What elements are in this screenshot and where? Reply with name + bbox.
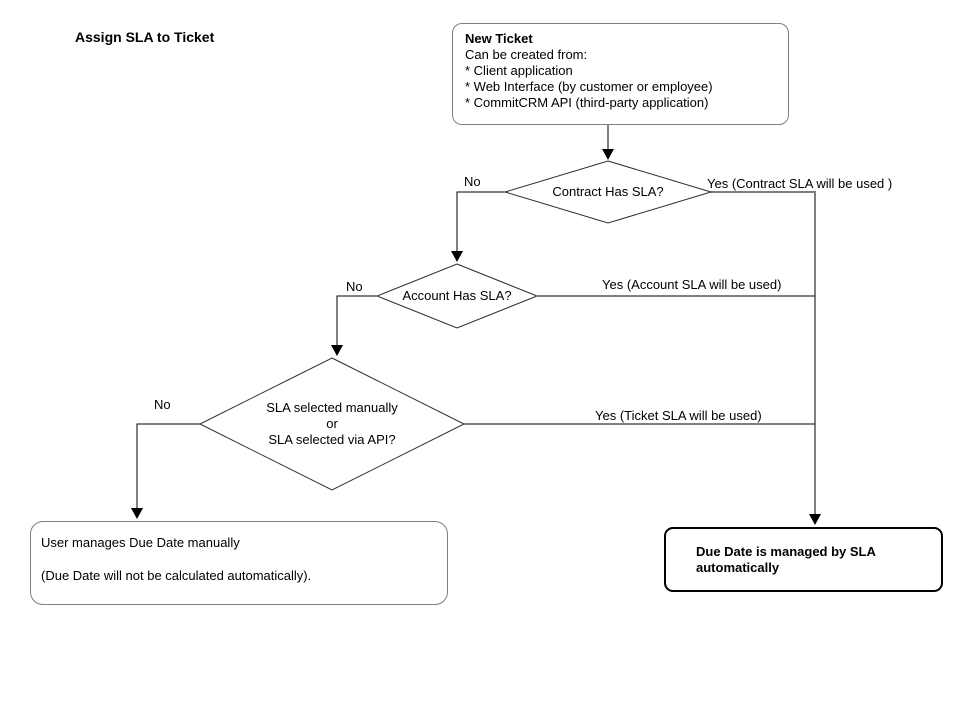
edge-label-contract-no: No: [464, 174, 481, 189]
manual-due-date-node: User manages Due Date manually (Due Date…: [30, 521, 448, 605]
edge-account-no-line: [336, 295, 377, 346]
manual-outcome-line: User manages Due Date manually: [41, 535, 240, 550]
new-ticket-heading: New Ticket: [465, 31, 533, 46]
edge-label-manual-yes: Yes (Ticket SLA will be used): [595, 408, 762, 423]
edge-manual-no-line: [136, 423, 200, 509]
auto-due-date-node: Due Date is managed by SLA automatically: [664, 527, 943, 592]
manual-outcome-line: (Due Date will not be calculated automat…: [41, 568, 312, 583]
new-ticket-line: * Client application: [465, 63, 573, 78]
edge-contract-no-line: [456, 191, 505, 252]
edge-contract-yes-line: [711, 191, 816, 515]
account-decision-label: Account Has SLA?: [402, 288, 512, 303]
contract-decision-diamond: [503, 160, 713, 224]
arrowhead-into-contract: [602, 149, 614, 160]
new-ticket-line: * CommitCRM API (third-party application…: [465, 95, 709, 110]
edge-label-contract-yes: Yes (Contract SLA will be used ): [707, 176, 893, 191]
manual-decision-diamond: [198, 357, 466, 491]
account-decision-diamond: [375, 263, 539, 329]
arrowhead-into-auto-outcome: [809, 514, 821, 525]
arrowhead-into-manual-decision: [331, 345, 343, 356]
manual-decision-line: SLA selected via API?: [268, 432, 396, 447]
new-ticket-line: Can be created from:: [465, 47, 588, 62]
new-ticket-node: New Ticket Can be created from: * Client…: [452, 23, 789, 125]
arrowhead-into-manual-outcome: [131, 508, 143, 519]
edge-label-account-yes: Yes (Account SLA will be used): [602, 277, 782, 292]
manual-decision-label: SLA selected manually or SLA selected vi…: [200, 400, 464, 448]
edge-label-manual-no: No: [154, 397, 171, 412]
edge-label-account-no: No: [346, 279, 363, 294]
auto-outcome-label: Due Date is managed by SLA automatically: [696, 543, 876, 575]
manual-decision-line: SLA selected manually: [266, 400, 398, 415]
contract-decision-label: Contract Has SLA?: [552, 184, 664, 199]
diagram-title: Assign SLA to Ticket: [75, 29, 215, 45]
arrowhead-into-account: [451, 251, 463, 262]
new-ticket-line: * Web Interface (by customer or employee…: [465, 79, 713, 94]
manual-decision-line: or: [326, 416, 338, 431]
